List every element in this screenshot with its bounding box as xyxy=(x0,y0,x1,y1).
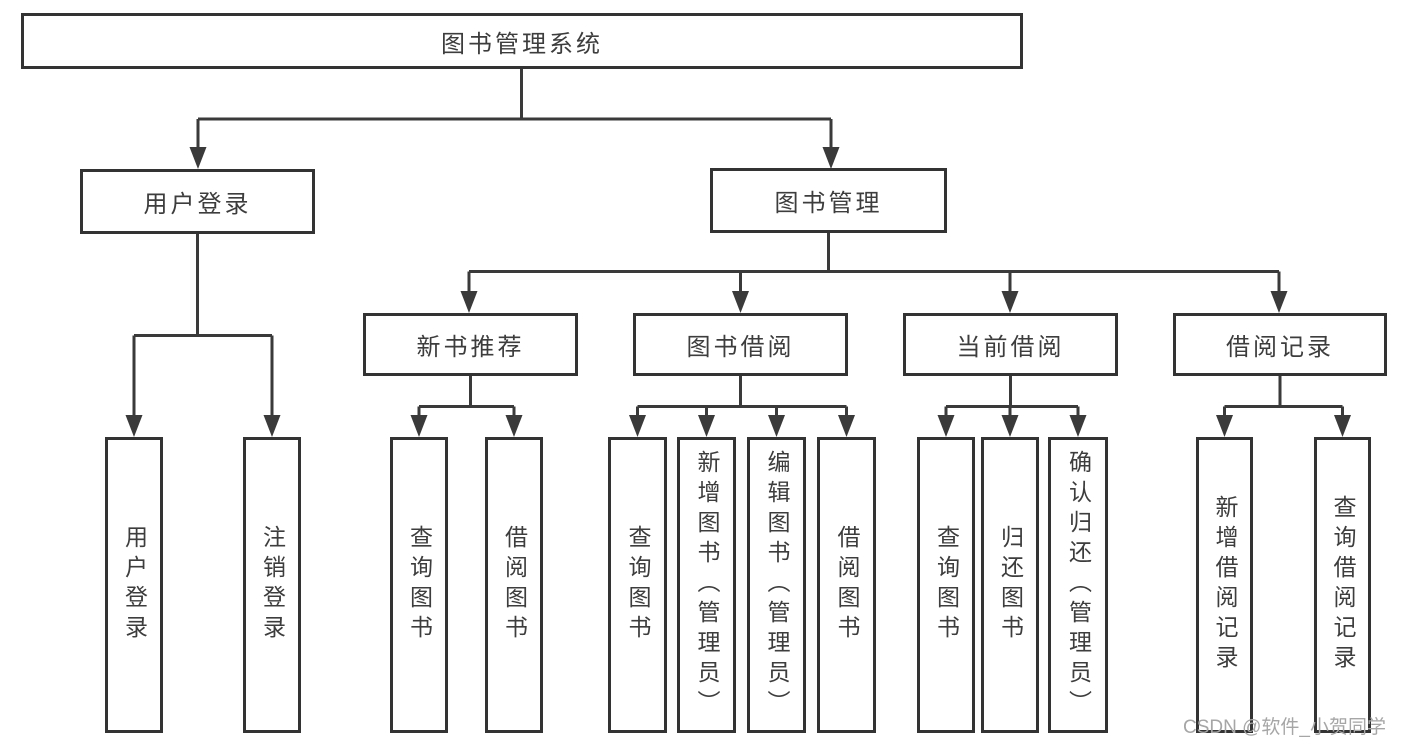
node-new-book-recommend: 新书推荐 xyxy=(363,313,578,376)
leaf-recommend-query-book: 查询图书 xyxy=(390,437,448,733)
node-book-management: 图书管理 xyxy=(710,168,947,233)
leaf-current-confirm-return-admin: 确认归还（管理员） xyxy=(1048,437,1108,733)
leaf-recommend-borrow-book: 借阅图书 xyxy=(485,437,543,733)
leaf-current-return-book: 归还图书 xyxy=(981,437,1039,733)
leaf-user-login: 用户登录 xyxy=(105,437,163,733)
leaf-borrow-add-book-admin: 新增图书（管理员） xyxy=(677,437,736,733)
leaf-borrow-query-book: 查询图书 xyxy=(608,437,667,733)
leaf-borrow-edit-book-admin: 编辑图书（管理员） xyxy=(747,437,806,733)
leaf-record-add-borrow-record: 新增借阅记录 xyxy=(1196,437,1253,733)
leaf-borrow-borrow-book: 借阅图书 xyxy=(817,437,876,733)
csdn-watermark: CSDN @软件_小贺同学 xyxy=(1183,717,1386,738)
node-borrow-records: 借阅记录 xyxy=(1173,313,1387,376)
leaf-logout: 注销登录 xyxy=(243,437,301,733)
leaf-record-query-borrow-record: 查询借阅记录 xyxy=(1314,437,1371,733)
leaf-current-query-book: 查询图书 xyxy=(917,437,975,733)
node-book-borrow: 图书借阅 xyxy=(633,313,848,376)
node-root-system: 图书管理系统 xyxy=(21,13,1023,69)
node-current-borrow: 当前借阅 xyxy=(903,313,1118,376)
node-user-login: 用户登录 xyxy=(80,169,315,234)
